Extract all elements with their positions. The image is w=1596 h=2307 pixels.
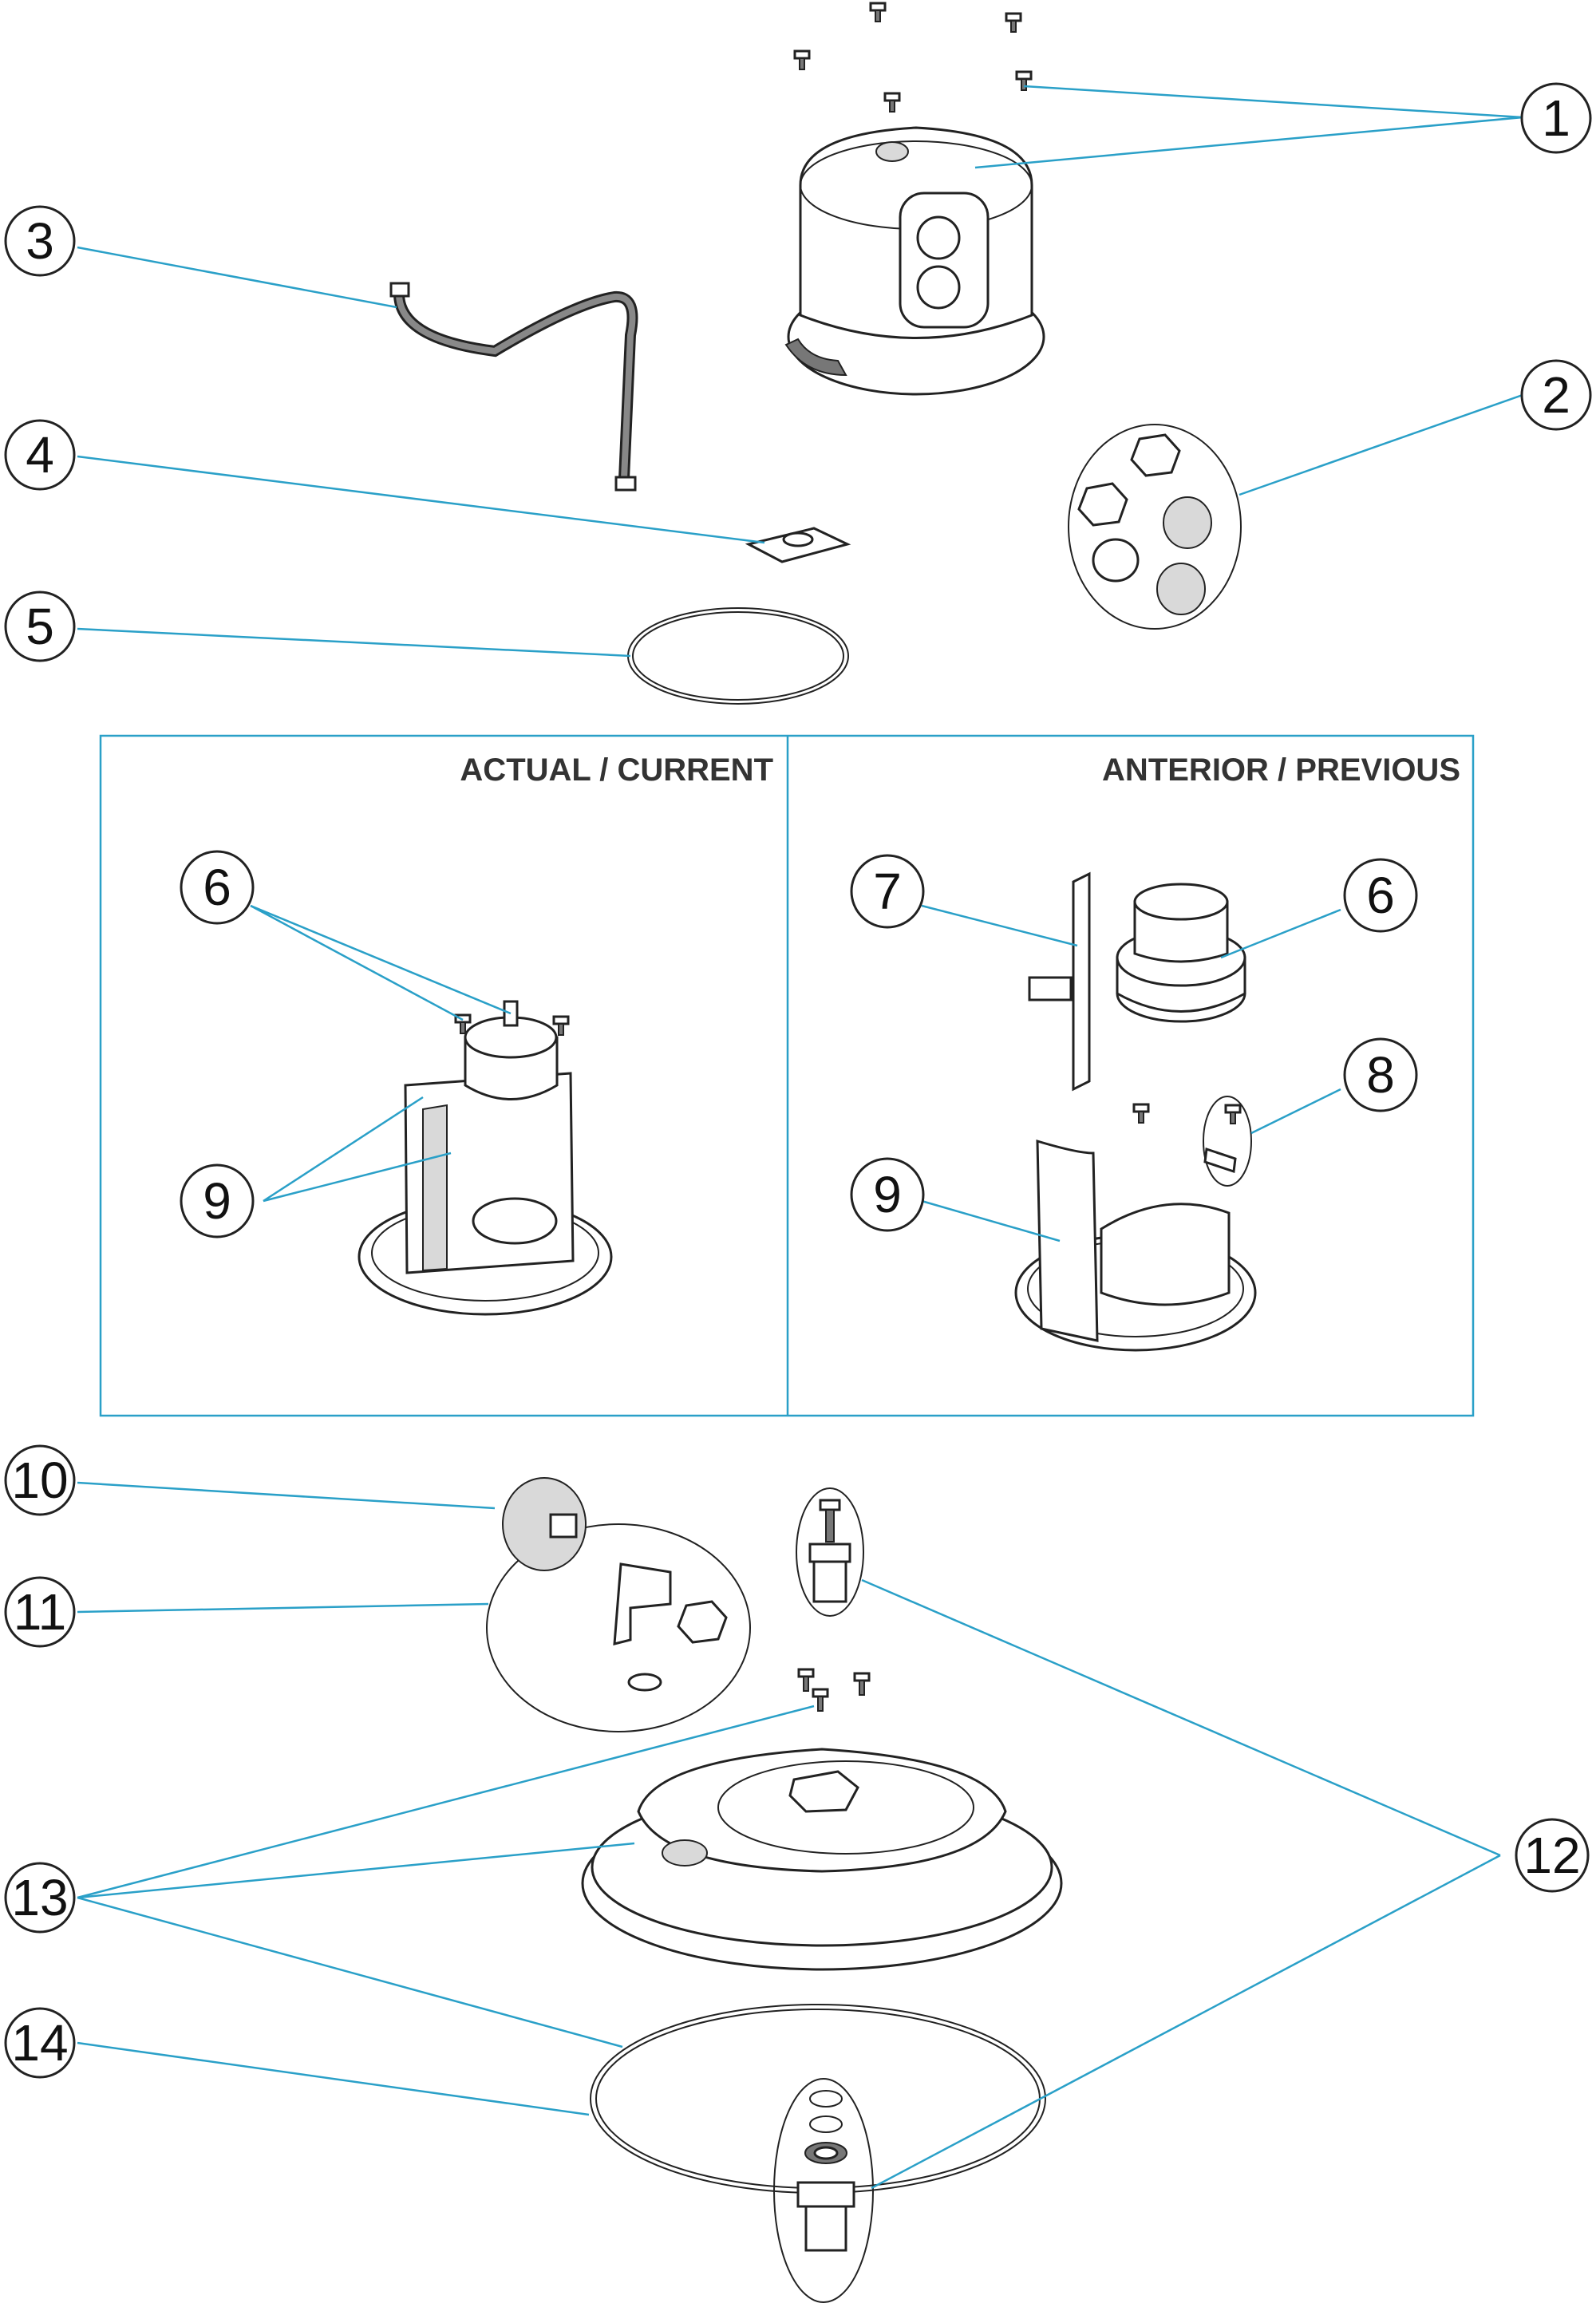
svg-text:14: 14 [11, 2014, 68, 2072]
svg-text:9: 9 [873, 1166, 902, 1223]
leader-lines-panels [250, 904, 1341, 1242]
svg-text:2: 2 [1542, 366, 1570, 424]
current-motor-assembly [358, 1000, 613, 1316]
screws-top [793, 2, 1033, 113]
svg-text:11: 11 [14, 1583, 66, 1641]
svg-text:9: 9 [203, 1172, 231, 1230]
svg-text:12: 12 [1523, 1827, 1580, 1884]
svg-text:8: 8 [1366, 1046, 1395, 1104]
callout-6-current: 6 [180, 850, 255, 925]
callout-14: 14 [4, 2007, 76, 2079]
callout-3: 3 [4, 205, 76, 277]
svg-text:7: 7 [873, 863, 902, 920]
callouts: 1 2 3 4 5 6 9 7 [4, 82, 1592, 2079]
svg-text:1: 1 [1542, 89, 1570, 147]
cable-glands-group [1068, 424, 1242, 630]
svg-text:6: 6 [203, 859, 231, 916]
o-ring-large [590, 2004, 1046, 2194]
o-ring-small [627, 607, 849, 705]
lid [581, 1748, 1063, 1971]
svg-text:5: 5 [26, 598, 54, 655]
callout-7: 7 [850, 854, 925, 929]
comparison-panels: ACTUAL / CURRENT ANTERIOR / PREVIOUS [99, 734, 1475, 1417]
svg-text:4: 4 [26, 426, 54, 484]
callout-1: 1 [1520, 82, 1592, 154]
screws-lower [797, 1668, 871, 1712]
svg-text:6: 6 [1366, 867, 1395, 924]
callout-2: 2 [1520, 359, 1592, 431]
panel-title-previous: ANTERIOR / PREVIOUS [1102, 753, 1460, 788]
fittings-group [486, 1477, 751, 1732]
callout-4: 4 [4, 419, 76, 491]
previous-parts [1014, 871, 1257, 1352]
callout-8: 8 [1343, 1037, 1418, 1112]
panel-title-current: ACTUAL / CURRENT [460, 753, 773, 788]
gasket-plate [745, 527, 851, 563]
callout-10: 10 [4, 1444, 76, 1516]
svg-text:3: 3 [26, 212, 54, 270]
drain-plug-lower [773, 2078, 874, 2303]
callout-9-current: 9 [180, 1163, 255, 1238]
leader-lines-lower [77, 1481, 1501, 2190]
housing-cover [784, 126, 1045, 396]
callout-11: 11 [4, 1576, 76, 1648]
callout-9-previous: 9 [850, 1157, 925, 1232]
callout-6-previous: 6 [1343, 858, 1418, 933]
leader-lines-top [77, 85, 1523, 658]
callout-5: 5 [4, 591, 76, 662]
drain-plug-upper [796, 1487, 864, 1617]
svg-text:10: 10 [11, 1452, 68, 1509]
ribbon-cable [389, 282, 638, 492]
callout-13: 13 [4, 1862, 76, 1934]
callout-12: 12 [1515, 1818, 1590, 1893]
svg-text:13: 13 [11, 1869, 68, 1926]
